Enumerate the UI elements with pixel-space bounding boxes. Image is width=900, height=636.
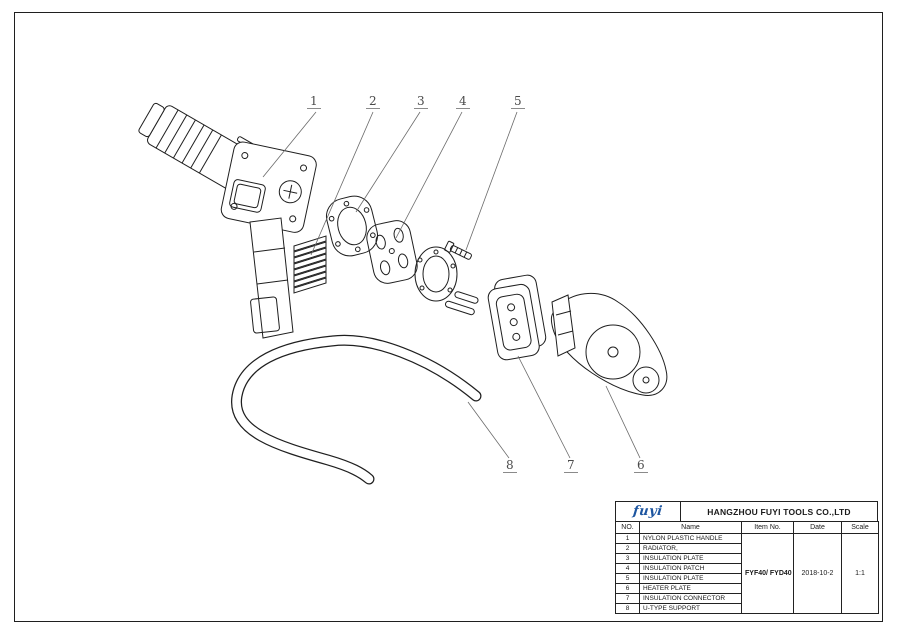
parts-list-table: NO. Name Item No. Date Scale 1 NYLON PLA… bbox=[615, 521, 879, 614]
part-7-insulation-connector bbox=[444, 274, 547, 361]
callout-3: 3 bbox=[414, 95, 428, 109]
title-block-header: fuyi HANGZHOU FUYI TOOLS CO.,LTD bbox=[615, 501, 878, 521]
part-no: 6 bbox=[615, 583, 640, 594]
part-no: 3 bbox=[615, 553, 640, 564]
callout-2: 2 bbox=[366, 95, 380, 109]
part-no: 5 bbox=[615, 573, 640, 584]
part-8-u-type-support bbox=[231, 334, 482, 485]
item-no-value: FYF40/ FYD40 bbox=[741, 533, 794, 614]
col-header-scale: Scale bbox=[841, 521, 879, 534]
part-no: 4 bbox=[615, 563, 640, 574]
part-6-heater-plate bbox=[550, 292, 668, 396]
part-name: HEATER PLATE bbox=[639, 583, 742, 594]
part-3-insulation-plate bbox=[325, 195, 379, 257]
part-name: INSULATION PLATE bbox=[639, 573, 742, 584]
callout-8: 8 bbox=[503, 459, 517, 473]
part-no: 1 bbox=[615, 533, 640, 544]
callout-1: 1 bbox=[307, 95, 321, 109]
callout-4: 4 bbox=[456, 95, 470, 109]
fuyi-logo: fuyi bbox=[616, 502, 681, 521]
leader-lines bbox=[262, 111, 641, 459]
callout-6: 6 bbox=[634, 459, 648, 473]
scale-value: 1:1 bbox=[841, 533, 879, 614]
part-1-nylon-plastic-handle bbox=[138, 102, 317, 339]
table-row: 8 U-TYPE SUPPORT bbox=[615, 603, 879, 614]
callout-5: 5 bbox=[511, 95, 525, 109]
col-header-date: Date bbox=[793, 521, 842, 534]
part-4-insulation-patch bbox=[366, 220, 418, 284]
callout-7: 7 bbox=[564, 459, 578, 473]
drawing-border-frame bbox=[14, 12, 883, 622]
part-5-insulation-plate bbox=[414, 240, 472, 302]
part-name: INSULATION PATCH bbox=[639, 563, 742, 574]
part-no: 7 bbox=[615, 593, 640, 604]
part-name: INSULATION PLATE bbox=[639, 553, 742, 564]
col-header-item: Item No. bbox=[741, 521, 794, 534]
fuyi-logo-text: fuyi bbox=[632, 504, 664, 519]
part-no: 2 bbox=[615, 543, 640, 554]
part-2-radiator bbox=[293, 235, 327, 294]
parts-table-header-row: NO. Name Item No. Date Scale bbox=[615, 521, 879, 534]
part-name: INSULATION CONNECTOR bbox=[639, 593, 742, 604]
date-value: 2018-10-2 bbox=[793, 533, 842, 614]
part-name: RADIATOR, bbox=[639, 543, 742, 554]
part-name: NYLON PLASTIC HANDLE bbox=[639, 533, 742, 544]
table-row: 1 NYLON PLASTIC HANDLE FYF40/ FYD40 2018… bbox=[615, 533, 879, 614]
col-header-no: NO. bbox=[615, 521, 640, 534]
part-no: 8 bbox=[615, 603, 640, 614]
col-header-name: Name bbox=[639, 521, 742, 534]
title-block: fuyi HANGZHOU FUYI TOOLS CO.,LTD NO. Nam… bbox=[615, 501, 879, 614]
company-name: HANGZHOU FUYI TOOLS CO.,LTD bbox=[707, 506, 851, 517]
part-name: U-TYPE SUPPORT bbox=[639, 603, 742, 614]
